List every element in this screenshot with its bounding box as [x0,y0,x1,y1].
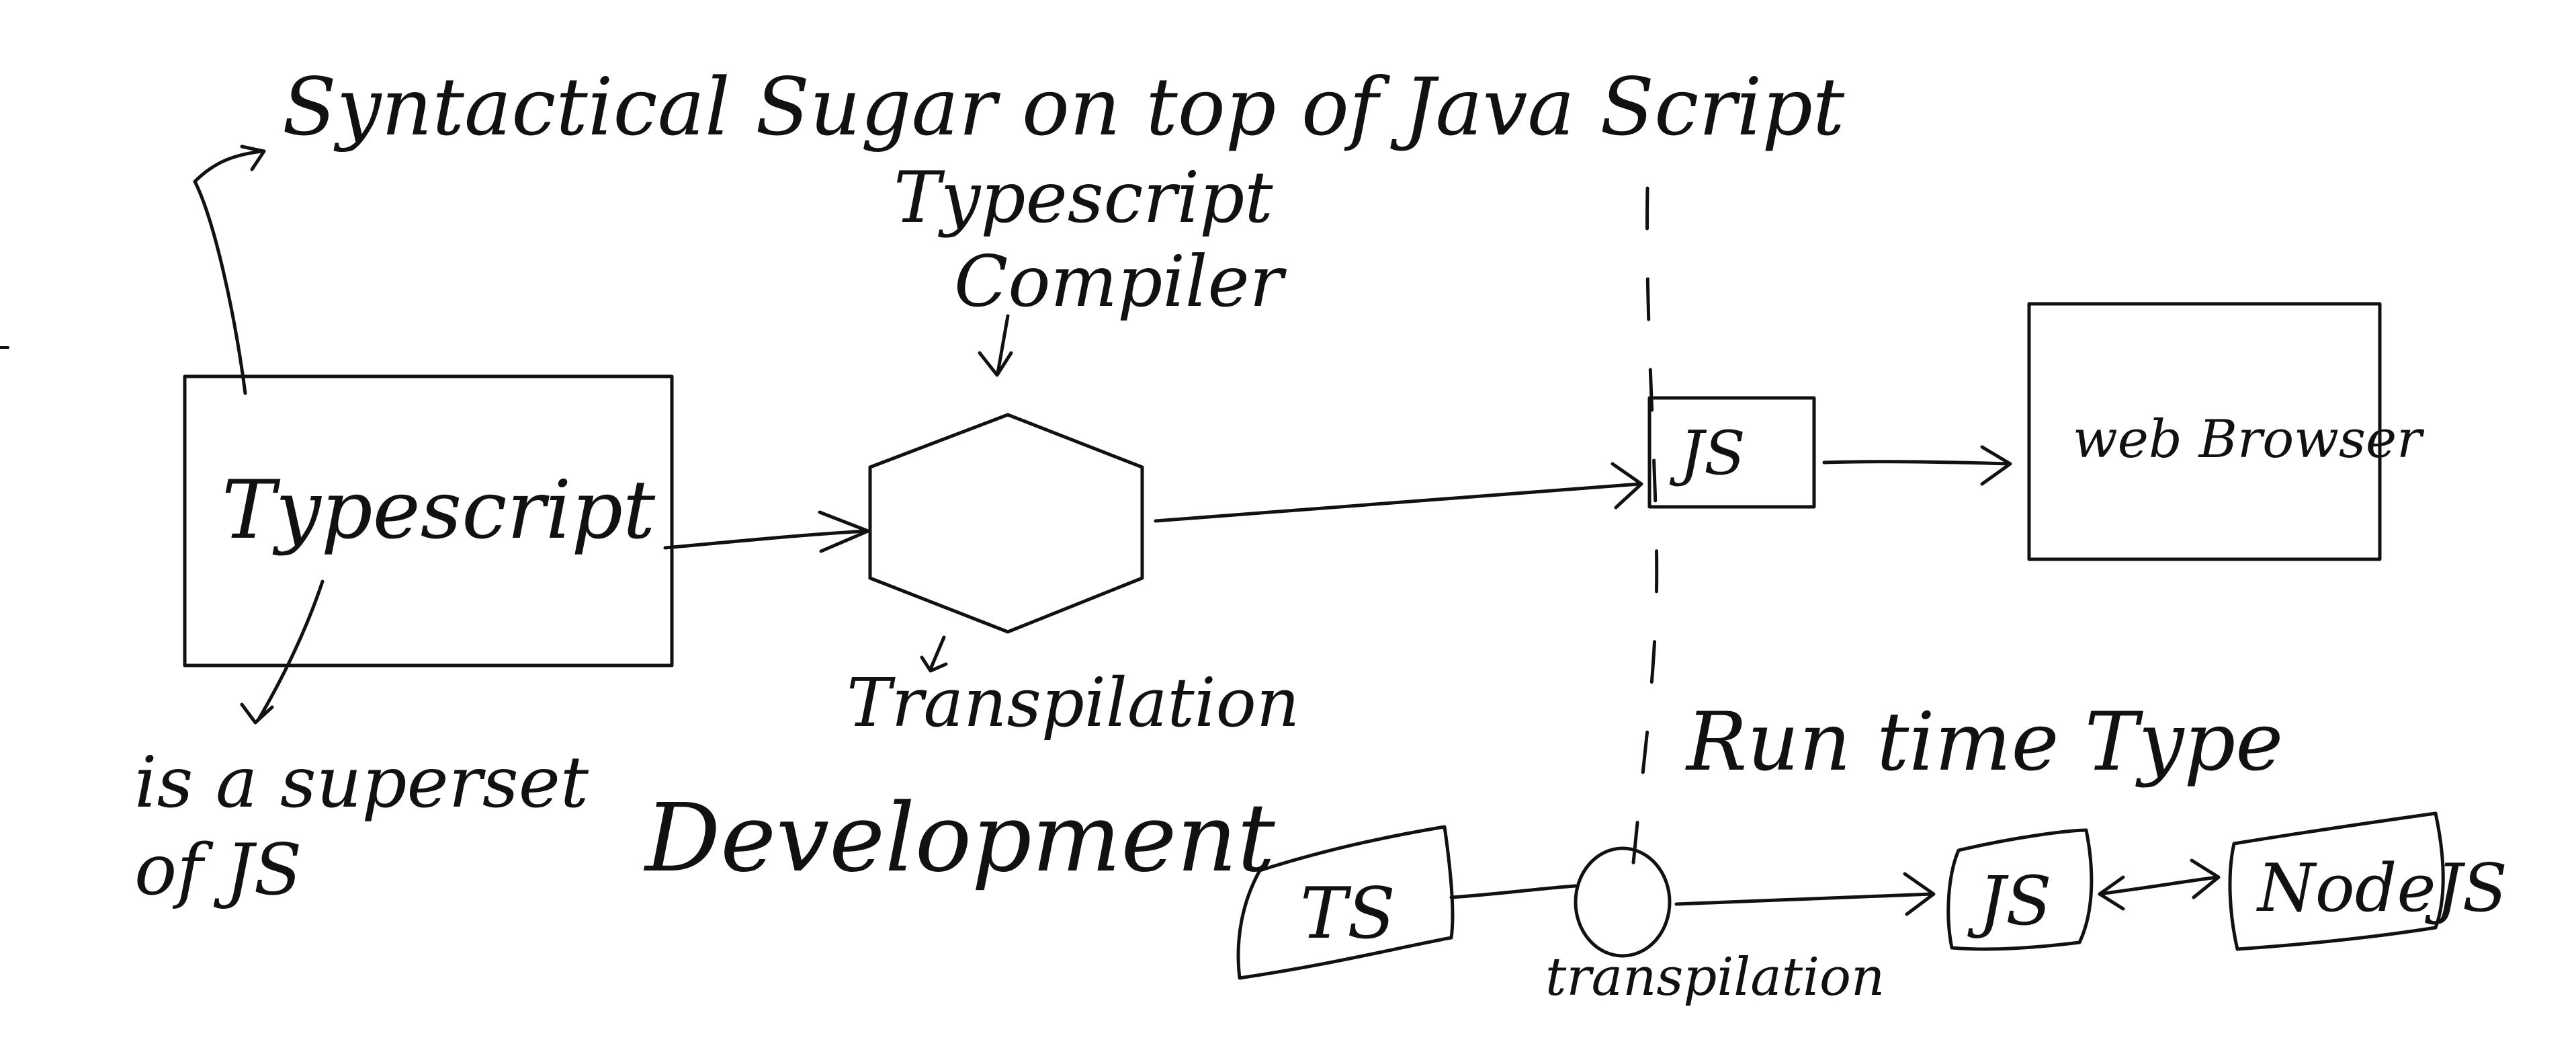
arrow-head-superset [240,702,274,725]
arrow-js-to-nodejs [2098,875,2219,896]
nodejs-box [2228,811,2445,951]
ts-bottom-label: TS [1300,873,1396,955]
development-label: Development [643,784,1275,893]
superset-label-line1: is a superset [134,741,589,823]
transpilation-top-label: Transpilation [847,663,1299,742]
syntactical-sugar-label: Syntactical Sugar on top of Java Script [282,60,1845,153]
web-browser-label: web Browser [2073,409,2425,470]
arrow-js-to-browser [1822,460,2011,466]
arrow-head-js-to-nodejs [2190,858,2221,899]
typescript-box [183,374,674,667]
transpilation-circle [1574,846,1672,958]
dashed-divider [1631,186,1659,873]
arrow-head-compiler-to-js [1611,462,1643,510]
typescript-box-label: Typescript [222,464,656,557]
arrow-tail-js-to-nodejs [2098,875,2125,911]
transpilation-bottom-label: transpilation [1545,947,1885,1008]
arrow-compiler-to-js [1154,482,1641,523]
web-browser-box [2027,302,2382,561]
arrow-to-syntactical-sugar [193,149,264,395]
arrow-head-syntactical-sugar [240,145,266,171]
js-top-label: JS [1669,418,1746,489]
arrow-head-js-to-browser [1980,445,2012,486]
typescript-compiler-label-line2: Compiler [954,241,1287,323]
js-top-box [1647,396,1816,509]
js-bottom-box [1946,828,2094,951]
typescript-compiler-label-line1: Typescript [894,157,1273,239]
arrow-compiler-label-down [996,314,1010,375]
arrow-transpilation-top [929,635,946,671]
line-ts-to-transpilation [1449,884,1578,899]
ts-bottom-box [1236,825,1455,980]
arrow-head-typescript-to-compiler [818,510,870,553]
run-time-type-label: Run time Type [1685,696,2283,789]
typescript-compiler-hexagon [868,413,1144,634]
arrow-head-compiler-label-down [978,351,1013,377]
arrow-to-superset [257,579,325,721]
superset-label-line2: of JS [134,829,302,911]
arrow-head-transpilation-top [920,655,948,673]
js-bottom-label: JS [1967,862,2052,940]
nodejs-label: NodeJS [2256,850,2507,927]
arrow-head-transpilation-to-js [1903,872,1936,916]
arrow-transpilation-to-js [1674,892,1934,906]
arrow-typescript-to-compiler [663,529,869,550]
